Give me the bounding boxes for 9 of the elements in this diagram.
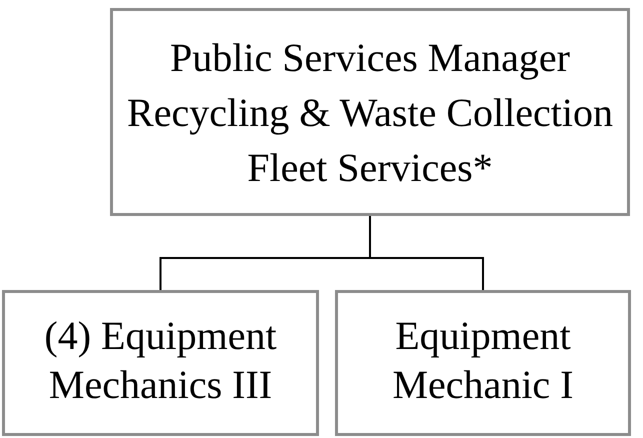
position-title: (4) Equipment Mechanics III	[43, 312, 278, 409]
org-box	[335, 290, 631, 436]
position-title: Equipment Mechanic I	[391, 312, 574, 409]
position-title: Fleet Services*	[247, 144, 493, 192]
org-box	[110, 8, 630, 216]
position-title: Recycling & Waste Collection	[127, 88, 613, 137]
org-box	[2, 290, 319, 436]
connector-line	[369, 216, 484, 290]
position-title: Public Services Manager	[170, 34, 570, 82]
